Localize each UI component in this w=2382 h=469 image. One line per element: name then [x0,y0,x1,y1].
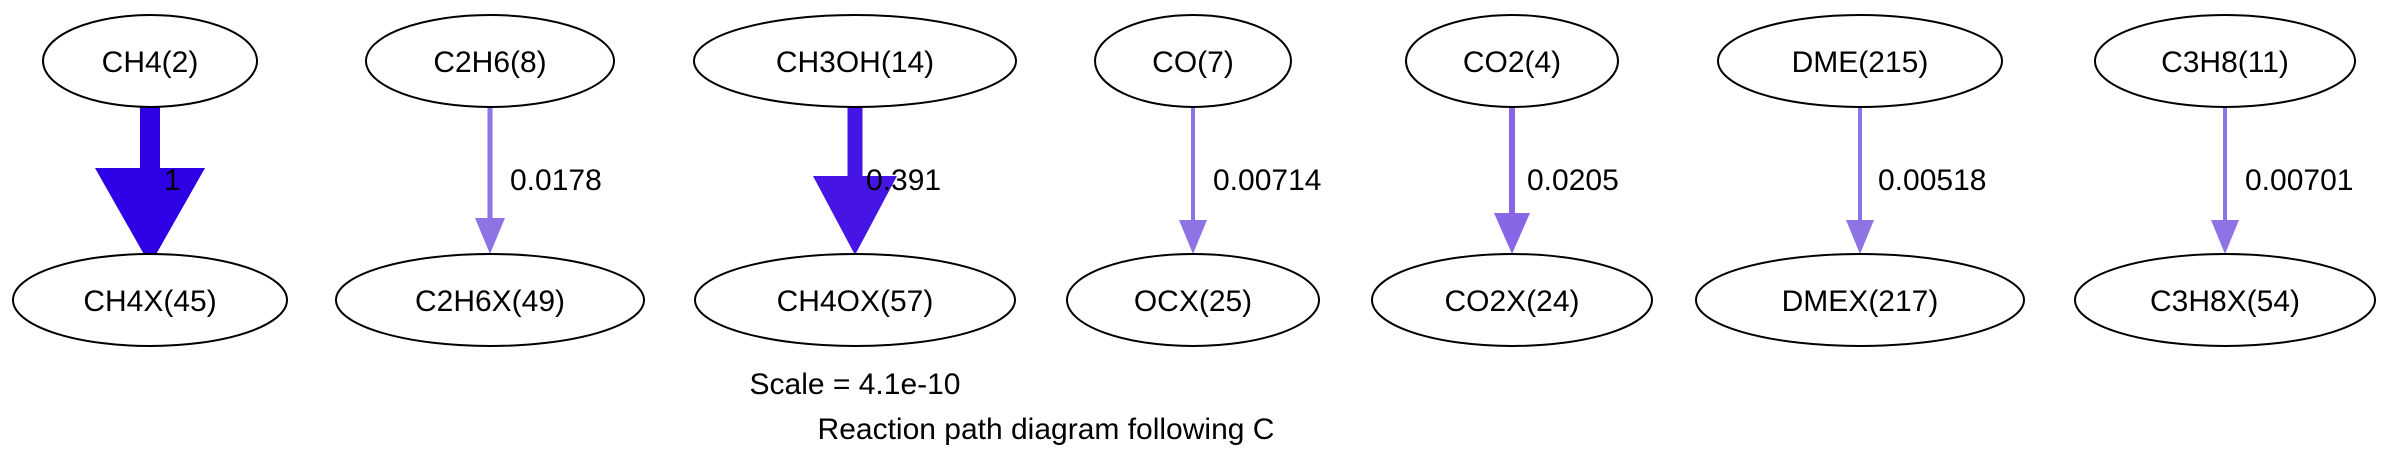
target-species-label: C2H6X(49) [415,285,565,318]
diagram-subtitle: Reaction path diagram following C [818,413,1275,446]
target-species-node[interactable]: OCX(25) [1066,253,1320,347]
flux-arrow-head [813,176,897,255]
reaction-pair: CH4(2) CH4X(45) 1 [12,14,288,347]
target-species-node[interactable]: CH4X(45) [12,253,288,347]
target-species-label: CO2X(24) [1444,285,1579,318]
target-species-label: DMEX(217) [1782,285,1939,318]
target-species-label: CH4X(45) [83,285,216,318]
target-species-node[interactable]: C2H6X(49) [335,253,645,347]
source-species-node[interactable]: CH4(2) [42,14,258,108]
target-species-label: CH4OX(57) [777,285,934,318]
flux-arrow-head [1846,220,1874,254]
source-species-node[interactable]: C2H6(8) [365,14,615,108]
target-species-node[interactable]: C3H8X(54) [2074,253,2376,347]
source-species-node[interactable]: DME(215) [1717,14,2003,108]
source-species-node[interactable]: CO2(4) [1405,14,1619,108]
source-species-label: C2H6(8) [433,46,546,79]
flux-value-label: 0.0178 [510,164,602,197]
scale-caption: Scale = 4.1e-10 [750,368,961,401]
target-species-node[interactable]: CH4OX(57) [694,253,1016,347]
target-species-node[interactable]: DMEX(217) [1695,253,2025,347]
flux-value-label: 0.0205 [1527,164,1619,197]
reaction-pair: CO2(4) CO2X(24) 0.0205 [1371,14,1653,347]
flux-arrow-head [95,168,205,265]
target-species-label: OCX(25) [1134,285,1252,318]
reaction-pair: CO(7) OCX(25) 0.00714 [1066,14,1321,347]
source-species-label: CO(7) [1152,46,1234,79]
reaction-pair: C3H8(11) C3H8X(54) 0.00701 [2074,14,2376,347]
reaction-pair: C2H6(8) C2H6X(49) 0.0178 [335,14,645,347]
source-species-label: CO2(4) [1463,46,1561,79]
source-species-label: DME(215) [1792,46,1929,79]
flux-arrow-head [1179,220,1207,254]
source-species-label: CH4(2) [102,46,199,79]
reaction-pair: DME(215) DMEX(217) 0.00518 [1695,14,2025,347]
flux-value-label: 0.00518 [1878,164,1986,197]
flux-value-label: 0.00701 [2245,164,2353,197]
source-species-label: C3H8(11) [2161,46,2289,79]
source-species-node[interactable]: C3H8(11) [2094,14,2356,108]
flux-arrow-head [1494,213,1530,254]
flux-arrow-head [2211,220,2239,254]
flux-value-label: 1 [164,164,181,197]
target-species-node[interactable]: CO2X(24) [1371,253,1653,347]
flux-value-label: 0.391 [866,164,941,197]
source-species-node[interactable]: CO(7) [1094,14,1292,108]
target-species-label: C3H8X(54) [2150,285,2300,318]
reaction-pair: CH3OH(14) CH4OX(57) 0.391 [693,14,1017,347]
flux-arrow-head [475,218,505,254]
flux-value-label: 0.00714 [1213,164,1321,197]
source-species-node[interactable]: CH3OH(14) [693,14,1017,108]
source-species-label: CH3OH(14) [776,46,934,79]
